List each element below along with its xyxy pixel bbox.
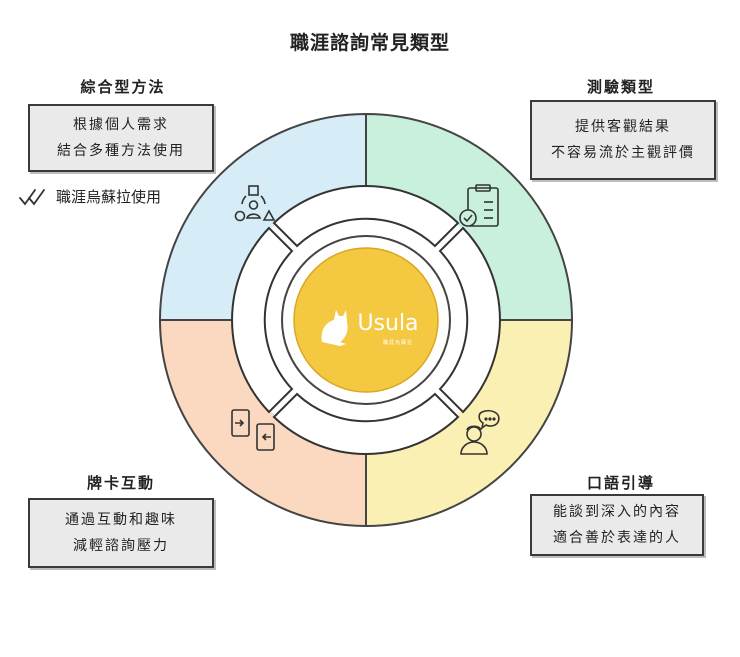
- logo-text: Usula: [357, 311, 418, 336]
- quadrant-title-top-right: 測驗類型: [586, 78, 655, 96]
- ring-segment-right: [438, 226, 501, 414]
- description-line: 能談到深入的內容: [553, 504, 681, 520]
- usage-note-text: 職涯烏蘇拉使用: [56, 188, 162, 206]
- quadrant-title-top-left: 綜合型方法: [80, 78, 166, 96]
- description-line: 根據個人需求: [73, 117, 169, 133]
- description-box-top-right: 提供客觀結果 不容易流於主觀評價: [530, 100, 716, 180]
- speaking-person-icon: [460, 409, 500, 455]
- description-box-bottom-right: 能談到深入的內容 適合善於表達的人: [530, 494, 704, 556]
- quadrant-title-bottom-right: 口語引導: [586, 474, 655, 492]
- description-line: 結合多種方法使用: [57, 143, 185, 159]
- description-line: 適合善於表達的人: [553, 530, 681, 546]
- description-box-top-left: 根據個人需求 結合多種方法使用: [28, 104, 214, 172]
- description-line: 不容易流於主觀評價: [551, 145, 695, 161]
- group-people-icon: [234, 185, 276, 222]
- description-line: 提供客觀結果: [575, 119, 671, 135]
- logo-tagline: 職涯烏蘇拉: [383, 339, 413, 346]
- cat-icon: [321, 310, 348, 346]
- description-line: 通過互動和趣味: [65, 512, 177, 528]
- quadrant-title-bottom-left: 牌卡互動: [86, 474, 155, 492]
- usage-note: 職涯烏蘇拉使用: [18, 186, 161, 207]
- double-check-icon: [19, 188, 45, 205]
- diagram-title: 職涯諮詢常見類型: [289, 32, 450, 54]
- checklist-icon: [459, 184, 499, 227]
- card-exchange-icon: [231, 409, 275, 451]
- ring-segment-left: [231, 226, 294, 414]
- ring-segment-bottom: [272, 392, 460, 455]
- description-box-bottom-left: 通過互動和趣味 減輕諮詢壓力: [28, 498, 214, 568]
- inner-ring: [231, 185, 501, 455]
- ring-segment-top: [272, 185, 460, 248]
- center-logo-circle: [293, 247, 439, 393]
- description-line: 減輕諮詢壓力: [73, 538, 169, 554]
